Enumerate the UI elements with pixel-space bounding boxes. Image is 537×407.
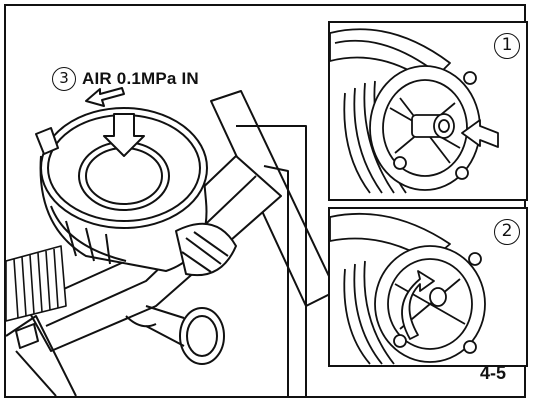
figure-number: 4-5 — [479, 363, 506, 383]
inset-step-2: 2 — [328, 207, 528, 367]
inset-step-1: 1 — [328, 21, 528, 201]
inset-2-illustration — [330, 212, 486, 365]
pump-main-illustration — [6, 87, 337, 397]
inset-1-illustration — [330, 28, 499, 194]
air-instruction-label: 3 AIR 0.1MPa IN — [52, 66, 199, 92]
air-pressure-text: AIR 0.1MPa IN — [82, 69, 199, 88]
step-2-marker: 2 — [494, 219, 520, 245]
step-1-marker: 1 — [494, 33, 520, 59]
figure-frame: 3 AIR 0.1MPa IN — [4, 4, 528, 398]
step-3-marker: 3 — [52, 67, 76, 91]
